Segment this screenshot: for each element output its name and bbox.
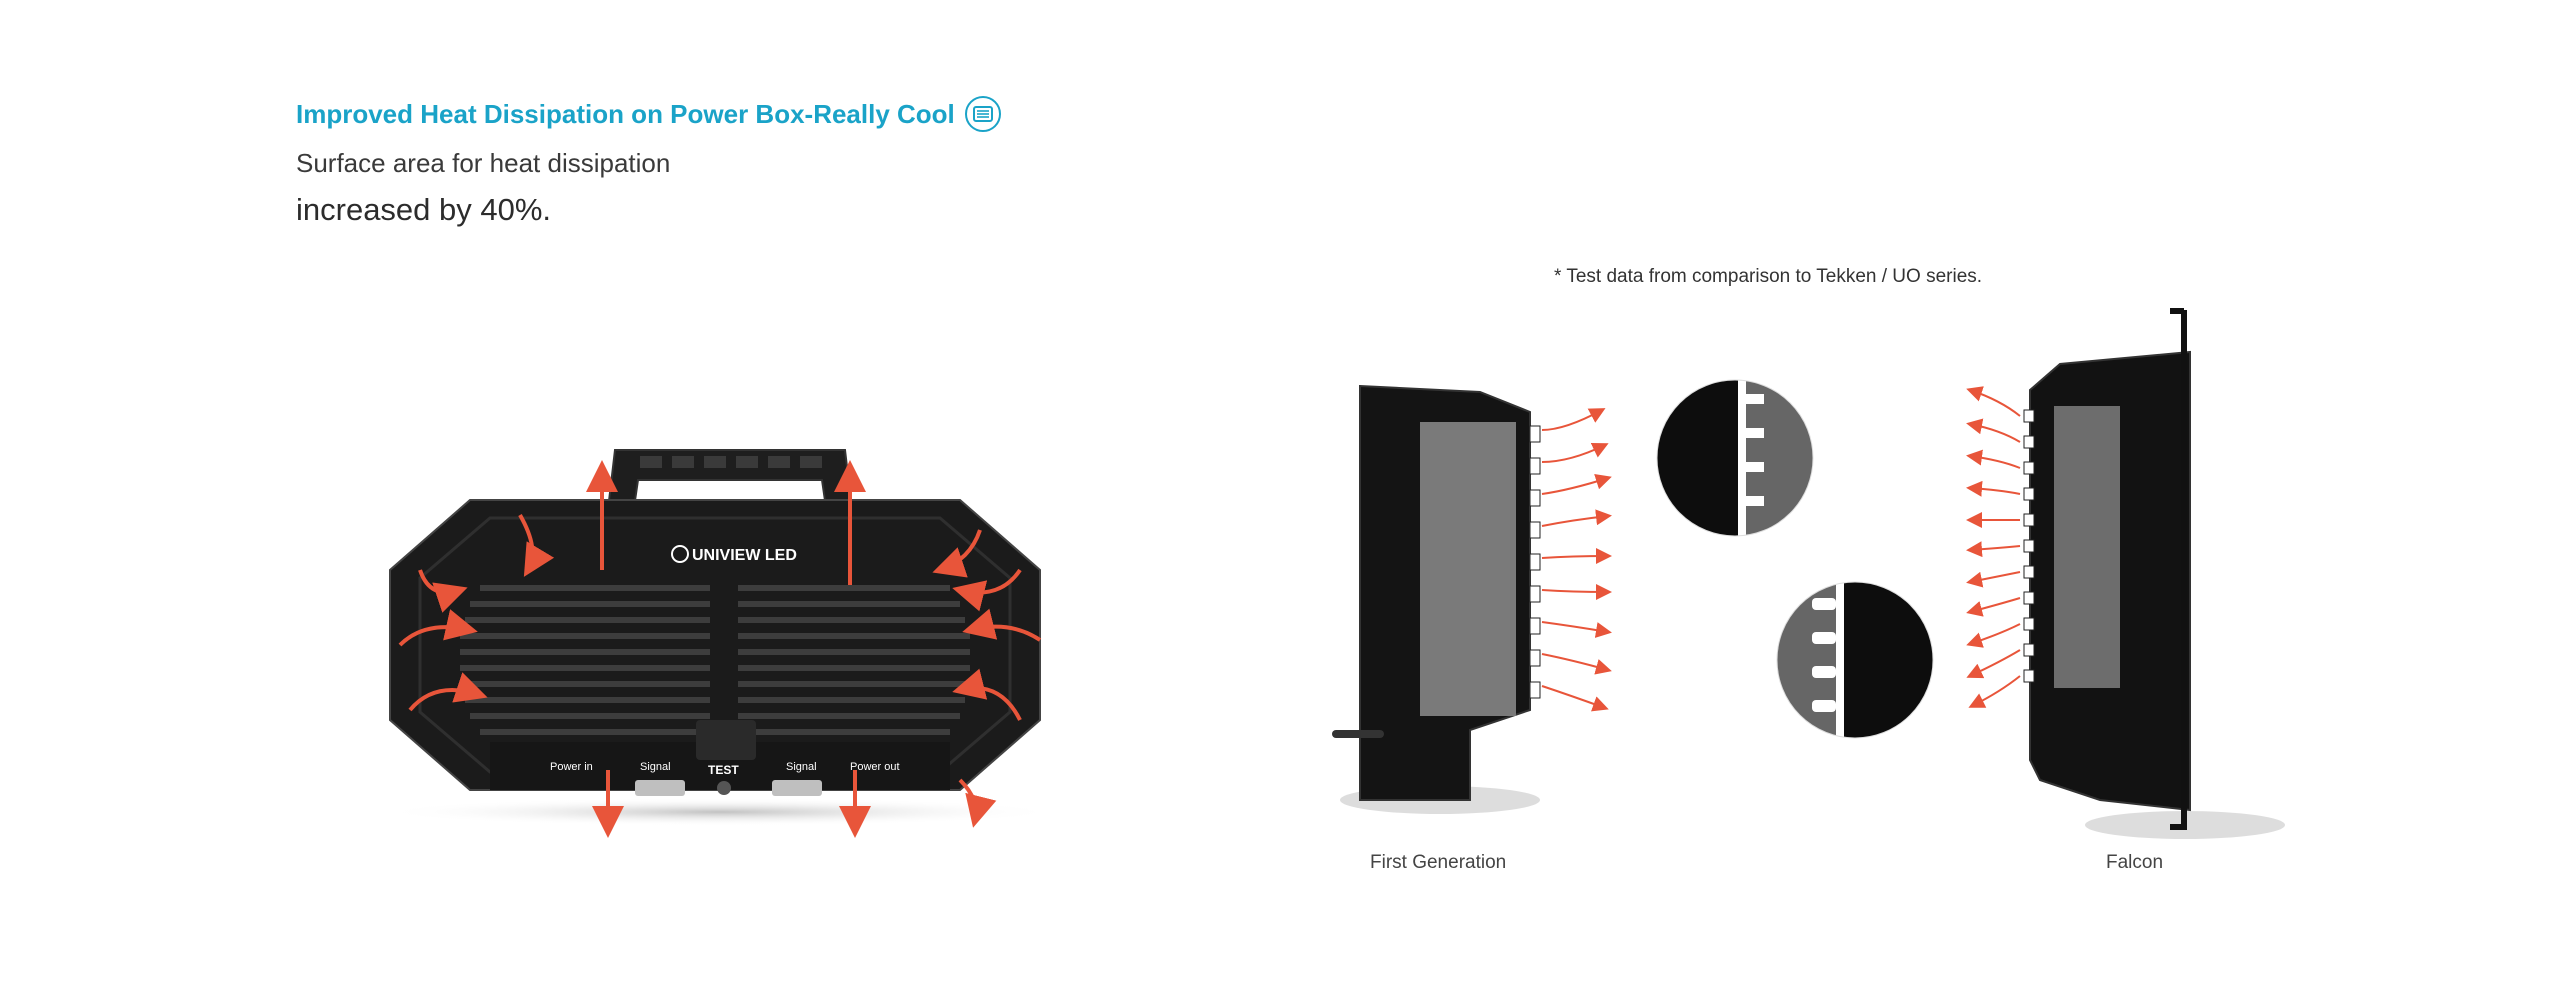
headline: Improved Heat Dissipation on Power Box-R…: [296, 96, 1001, 132]
cooling-fins-icon: [964, 96, 1001, 132]
first-generation-label: First Generation: [1370, 852, 1507, 873]
fin-detail-zoom-illustration: [1656, 379, 1934, 739]
first-generation-illustration: [1332, 384, 1612, 814]
falcon-label: Falcon: [2106, 852, 2164, 873]
footnote: * Test data from comparison to Tekken / …: [1554, 266, 1983, 287]
page-title: Improved Heat Dissipation on Power Box-R…: [296, 98, 955, 129]
brand-logo: UNIVIEW LED: [692, 547, 797, 564]
port-test-label: TEST: [708, 763, 739, 777]
power-box-illustration: UNIVIEW LED Power in Signal TEST Signal …: [380, 449, 1060, 838]
falcon-illustration: [1966, 308, 2285, 839]
port-signal-right-label: Signal: [786, 761, 817, 773]
port-signal-left-label: Signal: [640, 761, 671, 773]
port-power-in-label: Power in: [550, 761, 593, 773]
port-power-out-label: Power out: [850, 761, 900, 773]
subtitle-line-2: increased by 40%.: [296, 192, 552, 227]
subtitle-line-1: Surface area for heat dissipation: [296, 148, 671, 178]
